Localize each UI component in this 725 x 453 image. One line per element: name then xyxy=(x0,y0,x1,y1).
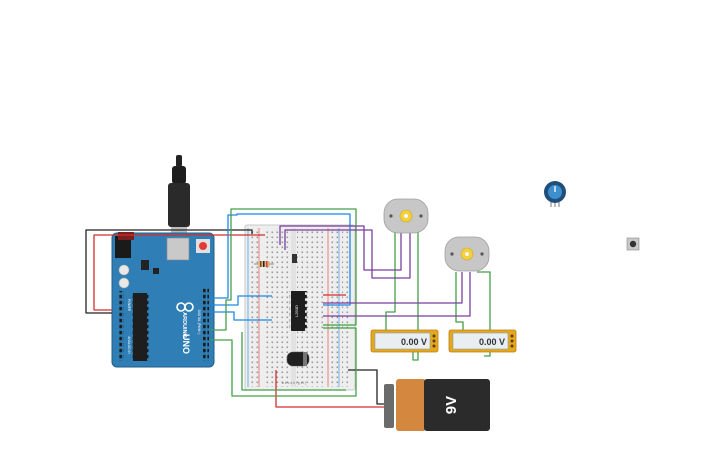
power-header xyxy=(118,291,124,361)
power-jack xyxy=(115,236,131,258)
battery-9v[interactable]: 9V xyxy=(384,379,490,431)
multimeter-display xyxy=(374,332,431,350)
resistor[interactable] xyxy=(254,261,274,267)
multimeter-reading: 0.00 V xyxy=(401,337,427,347)
multimeter-reading: 0.00 V xyxy=(479,337,505,347)
wire-blue-low[interactable] xyxy=(210,311,272,321)
dc-motor-icon[interactable] xyxy=(444,236,490,272)
terminal-strip-left xyxy=(264,228,290,387)
digital-header-label: DIGITAL (PWM~) xyxy=(197,310,201,335)
wire-green-meter2-a[interactable] xyxy=(455,272,464,332)
arduino-uno-board[interactable]: ARDUINO UNO DIGITAL (PWM~) ANALOG IN POW… xyxy=(111,232,215,368)
pushbutton-icon[interactable] xyxy=(626,237,640,251)
chip-label: L293D xyxy=(294,305,299,317)
wire-green-inner[interactable] xyxy=(241,332,346,391)
power-rail-right xyxy=(328,228,339,387)
power-rail-left xyxy=(248,228,259,387)
power-header-label: POWER xyxy=(127,299,131,312)
capacitor[interactable] xyxy=(286,351,310,367)
breadboard-column-letters: a b c d e f g h i j xyxy=(282,381,306,385)
battery-label: 9V xyxy=(443,396,460,414)
wire-purple-motor1-a[interactable] xyxy=(279,225,402,271)
wire-green-meter1-a[interactable] xyxy=(385,232,396,332)
multimeter[interactable]: 0.00 V xyxy=(370,329,439,353)
motor-driver-chip[interactable]: L293D xyxy=(289,291,307,331)
usb-port xyxy=(166,237,190,261)
multimeter[interactable]: 0.00 V xyxy=(448,329,517,353)
analog-header-label: ANALOG IN xyxy=(127,336,131,354)
multimeter-display xyxy=(452,332,509,350)
infinity-logo xyxy=(176,302,194,312)
wire-green-bottom[interactable] xyxy=(210,327,357,397)
wire-purple-motor2-b[interactable] xyxy=(323,272,471,317)
wire-green-meter2-b[interactable] xyxy=(477,271,491,357)
wire-green-outer[interactable] xyxy=(210,208,357,331)
atmega-chip xyxy=(133,293,147,361)
wire-black-gnd[interactable] xyxy=(85,229,253,314)
wire-red-battery[interactable] xyxy=(275,370,384,408)
wire-purple-motor2-a[interactable] xyxy=(323,272,463,304)
diode[interactable] xyxy=(292,254,297,263)
wire-black-battery[interactable] xyxy=(348,369,385,405)
wire-purple-motor1-b[interactable] xyxy=(284,229,411,279)
wire-blue-mid[interactable] xyxy=(210,295,272,306)
arduino-brand-label: ARDUINO xyxy=(181,312,187,338)
digital-header xyxy=(203,287,209,361)
wire-red-5v[interactable] xyxy=(93,234,265,311)
wire-green-meter1-b[interactable] xyxy=(412,232,419,361)
wires[interactable] xyxy=(85,208,491,408)
potentiometer-icon[interactable] xyxy=(544,181,566,207)
arduino-model-label: UNO xyxy=(181,334,191,354)
wire-blue-top[interactable] xyxy=(210,213,351,306)
dc-motor-icon[interactable] xyxy=(383,198,429,234)
